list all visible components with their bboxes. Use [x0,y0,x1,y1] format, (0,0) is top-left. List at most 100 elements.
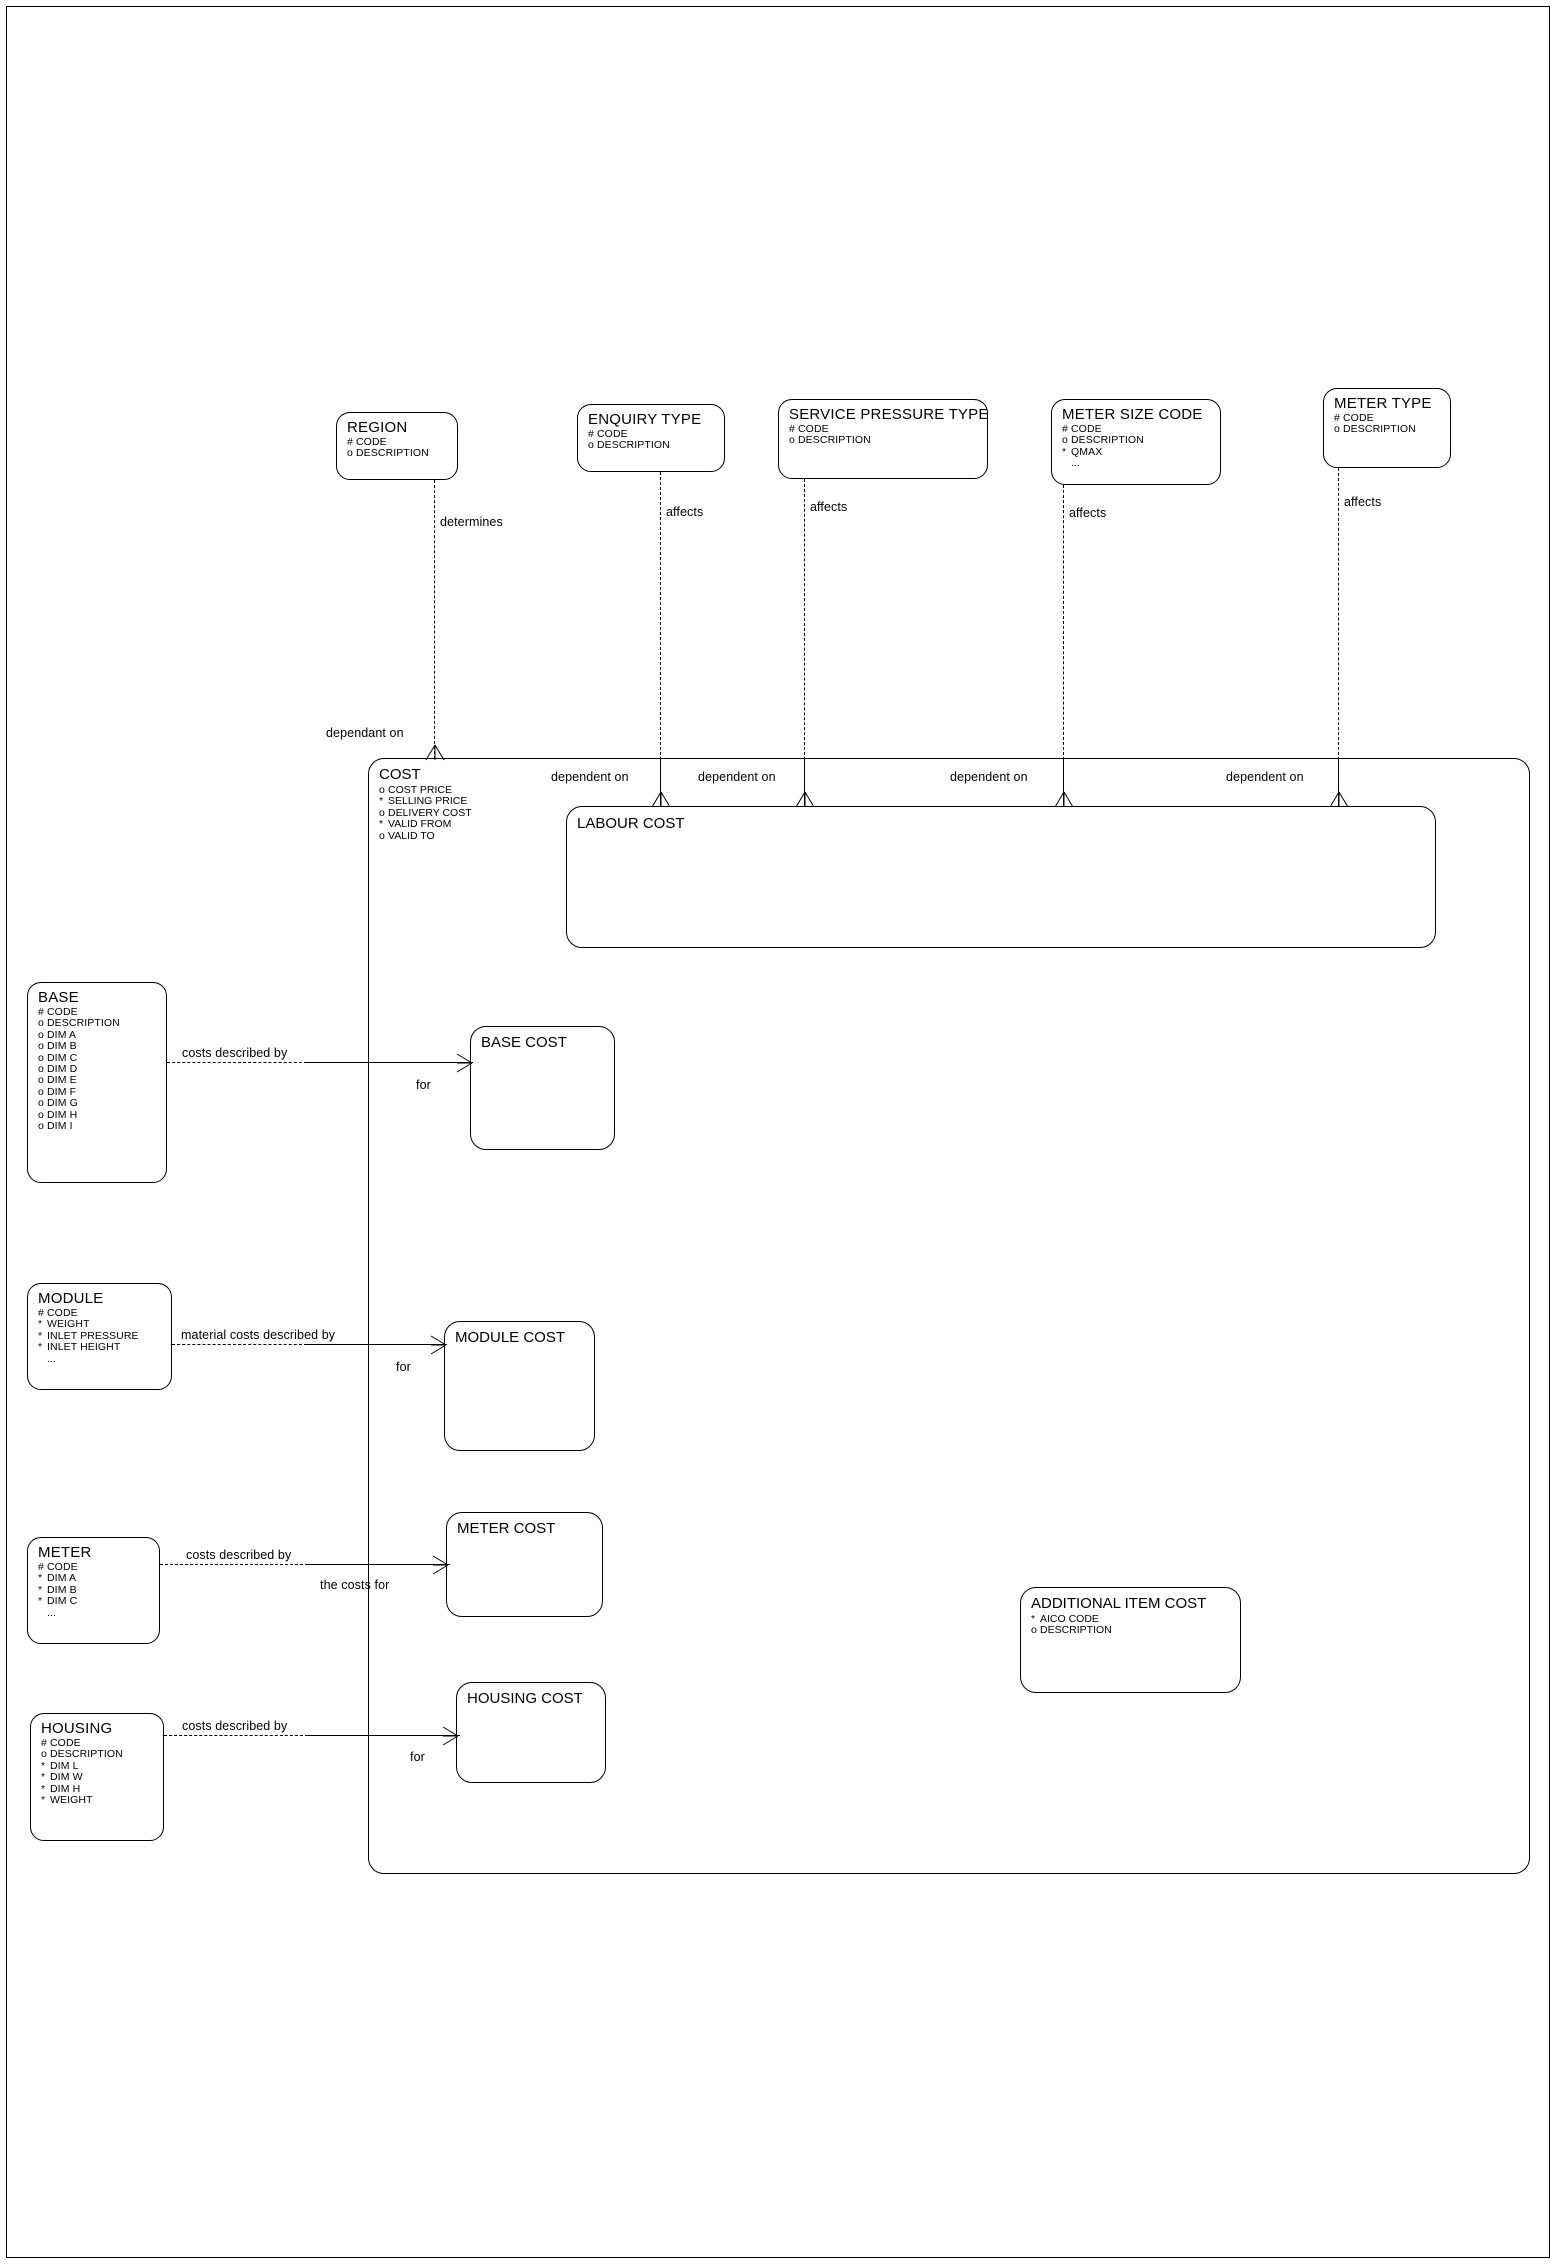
attribute-label: DIM C [47,1595,78,1608]
entity-base-cost[interactable]: BASE COST [470,1026,615,1150]
attribute-label: DIM W [50,1771,83,1784]
attribute-label: DESCRIPTION [1343,423,1416,436]
attribute-row: *AICO CODE [1031,1613,1112,1625]
attribute-mark: o [38,1017,44,1030]
connector-base-dashed [167,1062,307,1063]
attribute-row: *QMAX [1062,446,1212,458]
entity-module-cost[interactable]: MODULE COST [444,1321,595,1451]
entity-service-pressure-type-name: SERVICE PRESSURE TYPE [789,406,989,423]
entity-region-name: REGION [347,419,408,436]
attribute-label: ... [47,1352,57,1365]
entity-module[interactable]: MODULE #CODE *WEIGHT *INLET PRESSURE *IN… [27,1283,172,1390]
attribute-mark: * [38,1341,43,1354]
connector-meter-solid [306,1564,450,1565]
connector-meter-size-dashed [1063,485,1064,760]
connector-module-dashed [172,1344,307,1345]
entity-base-cost-name: BASE COST [481,1034,567,1051]
page-border [6,6,1550,2258]
entity-housing-cost[interactable]: HOUSING COST [456,1682,606,1783]
attribute-mark: o [38,1051,44,1064]
label-module-material-costs-described-by: material costs described by [181,1328,336,1342]
crowsfoot-meter-cost [432,1555,449,1575]
attribute-label: CODE [50,1737,81,1749]
entity-meter-name: METER [38,1544,92,1561]
crowsfoot-module-cost [430,1335,447,1355]
label-meter-size-affects: affects [1069,506,1107,520]
attribute-mark: * [38,1572,43,1585]
attribute-label: DIM I [47,1120,73,1133]
attribute-label: DIM B [47,1583,77,1596]
entity-module-cost-name: MODULE COST [455,1329,566,1346]
attribute-label: DIM B [47,1040,77,1053]
attribute-mark: # [38,1561,44,1573]
attribute-label: DESCRIPTION [356,447,429,460]
attribute-row: #CODE [38,1006,158,1018]
attribute-mark: * [1031,1613,1036,1625]
attribute-label: DIM A [47,1028,77,1041]
crowsfoot-enquiry-labour [651,791,671,808]
connector-region-to-cost [434,480,435,759]
label-cost-dependant-on: dependant on [326,726,404,740]
attribute-mark: o [379,829,385,842]
connector-meter-type-dashed [1338,468,1339,760]
connector-meter-type-solid [1338,760,1339,807]
entity-meter-cost[interactable]: METER COST [446,1512,603,1617]
attribute-row: *DIM B [38,1583,151,1596]
attribute-mark: # [1334,412,1340,424]
attribute-mark: o [789,434,795,447]
entity-base-name: BASE [38,989,79,1006]
label-labour-dependent-on-1: dependent on [551,770,629,784]
label-labour-dependent-on-3: dependent on [950,770,1028,784]
entity-labour-cost[interactable]: LABOUR COST [566,806,1436,948]
entity-additional-item-cost-name: ADDITIONAL ITEM COST [1031,1595,1207,1612]
attribute-mark: * [41,1771,46,1784]
label-base-costs-described-by: costs described by [182,1046,288,1060]
attribute-mark: o [379,784,385,796]
attribute-row: #CODE [1334,412,1442,424]
attribute-row: ... [38,1352,163,1365]
attribute-mark: # [789,423,795,435]
attribute-row: *VALID FROM [379,818,472,830]
attribute-row: *INLET PRESSURE [38,1330,163,1342]
attribute-mark: o [347,447,353,460]
label-base-for: for [416,1078,431,1092]
connector-housing-solid [306,1735,460,1736]
attribute-label: INLET HEIGHT [47,1341,121,1354]
attribute-mark: o [38,1074,44,1087]
entity-housing-cost-name: HOUSING COST [467,1690,583,1707]
entity-meter[interactable]: METER #CODE *DIM A *DIM B *DIM C ... [27,1537,160,1644]
attribute-mark: o [38,1040,44,1053]
attribute-label: CODE [47,1307,78,1319]
attribute-row: #CODE [347,436,449,448]
attribute-mark: # [1062,423,1068,435]
crowsfoot-meter-type-labour [1329,791,1349,808]
attribute-label: WEIGHT [47,1318,90,1331]
label-labour-dependent-on-2: dependent on [698,770,776,784]
attribute-label: DESCRIPTION [1040,1624,1112,1637]
attribute-row: ... [38,1607,151,1619]
attribute-label: CODE [47,1561,78,1573]
attribute-label: DESCRIPTION [50,1748,123,1761]
connector-module-solid [305,1344,447,1345]
